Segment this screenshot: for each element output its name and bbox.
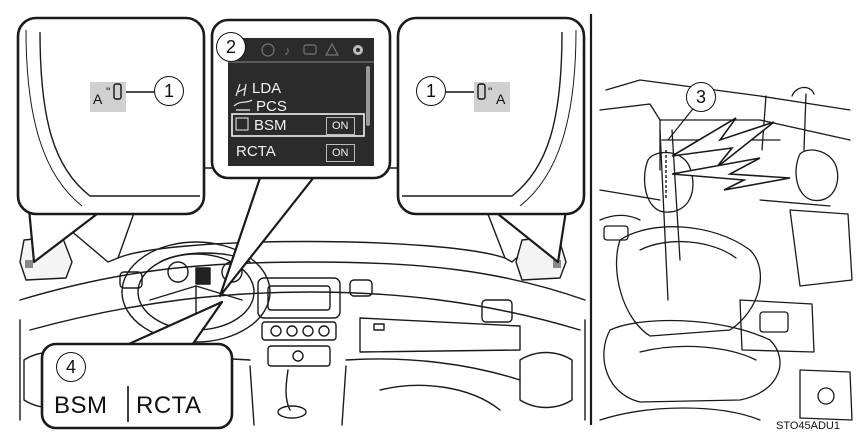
menu-item-rcta: RCTA — [236, 143, 276, 160]
callout-number-switch: 4 — [56, 352, 86, 382]
menu-item-label: PCS — [256, 98, 287, 115]
switch-label-bsm: BSM — [54, 392, 108, 420]
svg-text:A: A — [93, 91, 103, 107]
svg-text:A: A — [496, 91, 506, 107]
callout-number-menu: 2 — [216, 32, 246, 62]
menu-item-label: LDA — [252, 80, 281, 97]
menu-item-label: BSM — [254, 117, 287, 134]
right-mirror-callout: " A — [398, 18, 584, 214]
menu-item-pcs: PCS — [256, 98, 287, 115]
svg-text:": " — [488, 85, 492, 99]
menu-item-lda: LDA — [252, 80, 281, 97]
callout-number-rear: 3 — [686, 82, 716, 112]
radar-wave-icon — [672, 118, 790, 190]
svg-text:": " — [106, 85, 110, 99]
callout-number-left-mirror: 1 — [154, 76, 184, 106]
menu-scrollbar — [366, 66, 370, 126]
callout-number-right-mirror: 1 — [416, 76, 446, 106]
svg-text:♪: ♪ — [284, 43, 291, 58]
menu-item-bsm: BSM — [254, 117, 287, 134]
rcta-status-badge: ON — [326, 144, 355, 162]
bsm-status-badge: ON — [326, 117, 355, 135]
switch-label-rcta: RCTA — [136, 392, 202, 420]
menu-item-label: RCTA — [236, 143, 276, 160]
left-mirror-callout: A " — [18, 18, 204, 214]
figure-code: STO45ADU1 — [776, 420, 840, 432]
